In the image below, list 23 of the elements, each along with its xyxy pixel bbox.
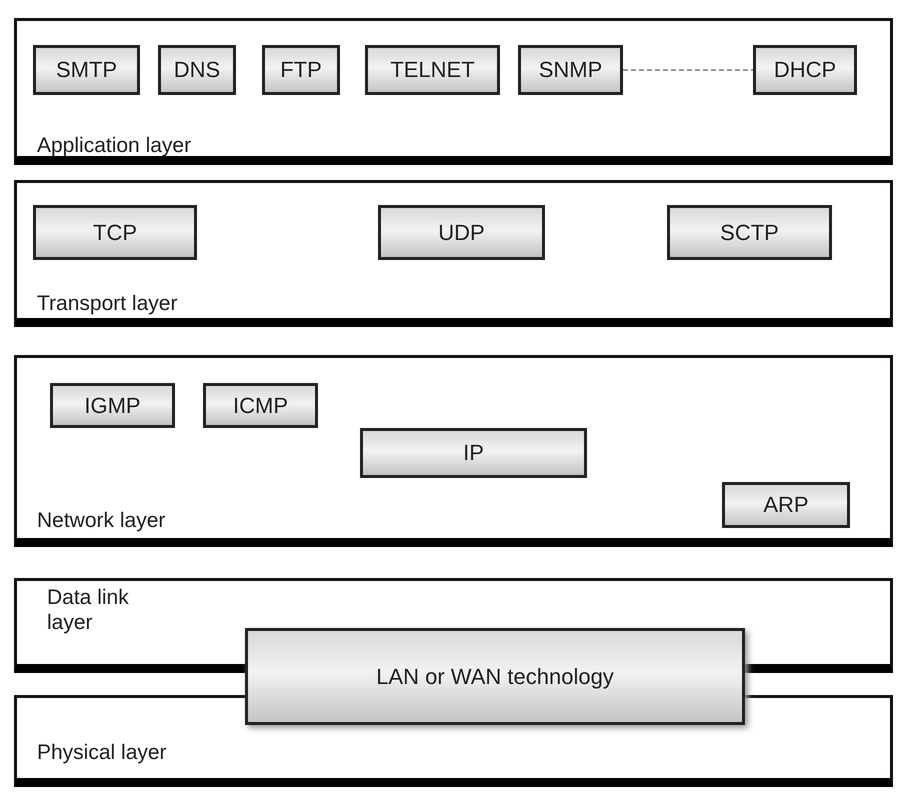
protocol-box: ARP <box>722 482 850 528</box>
protocol-box: FTP <box>262 45 340 95</box>
layer-band <box>14 355 893 547</box>
layer-label: Data link layer <box>47 585 130 636</box>
layer-label: Application layer <box>37 133 192 158</box>
layer-label: Physical layer <box>37 740 167 766</box>
protocol-box: UDP <box>378 205 545 260</box>
protocol-box: SCTP <box>667 205 832 260</box>
protocol-box: TCP <box>33 205 197 260</box>
protocol-box: DNS <box>158 45 236 95</box>
protocol-box: SMTP <box>33 45 140 95</box>
layer-label: Transport layer <box>37 291 178 316</box>
layer-band <box>14 180 893 327</box>
layer-band <box>14 18 893 165</box>
connector-line <box>623 69 753 71</box>
technology-box: LAN or WAN technology <box>245 628 745 725</box>
protocol-box: IGMP <box>50 383 175 428</box>
protocol-box: IP <box>360 428 587 478</box>
protocol-box: DHCP <box>753 45 857 95</box>
protocol-box: SNMP <box>518 45 623 95</box>
layer-label: Network layer <box>37 508 166 534</box>
protocol-box: TELNET <box>365 45 500 95</box>
protocol-box: ICMP <box>203 383 318 428</box>
